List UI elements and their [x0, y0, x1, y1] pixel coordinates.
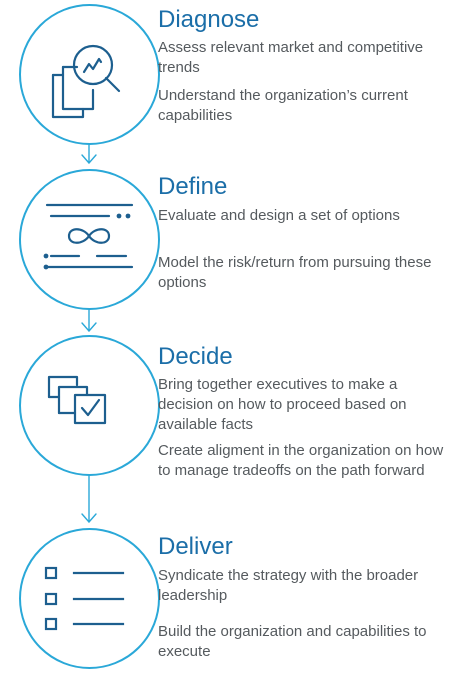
step-define-paragraph-1: Evaluate and design a set of options [158, 207, 400, 224]
document-chart-magnifier-icon [51, 44, 121, 119]
step-title-decide: Decide [158, 343, 233, 370]
step-deliver-paragraph-1: Syndicate the strategy with the broader … [158, 567, 419, 604]
step-diagnose-paragraph-1: Assess relevant market and competitive t… [158, 39, 424, 76]
step-deliver-paragraph-2: Build the organization and capabilities … [158, 623, 427, 660]
define-icon-circle [19, 169, 160, 310]
decide-icon-circle [19, 335, 160, 476]
step-title-diagnose: Diagnose [158, 6, 260, 33]
deliver-icon-circle [19, 528, 160, 669]
step-diagnose-paragraph-2: Understand the organization’s current ca… [158, 87, 408, 124]
step-title-define: Define [158, 173, 228, 200]
step-decide-paragraph-1: Bring together executives to make a deci… [158, 376, 407, 433]
arrowhead-1 [81, 154, 97, 164]
diagnose-icon-circle [19, 4, 160, 145]
step-title-deliver: Deliver [158, 533, 233, 560]
stacked-checkbox-icon [47, 375, 107, 425]
step-define-paragraph-2: Model the risk/return from pursuing thes… [158, 254, 432, 291]
arrowhead-2 [81, 322, 97, 332]
step-decide-paragraph-2: Create aligment in the organization on h… [158, 442, 444, 479]
infinity-options-icon [43, 203, 134, 270]
arrowhead-3 [81, 513, 97, 523]
checklist-icon [44, 566, 125, 631]
